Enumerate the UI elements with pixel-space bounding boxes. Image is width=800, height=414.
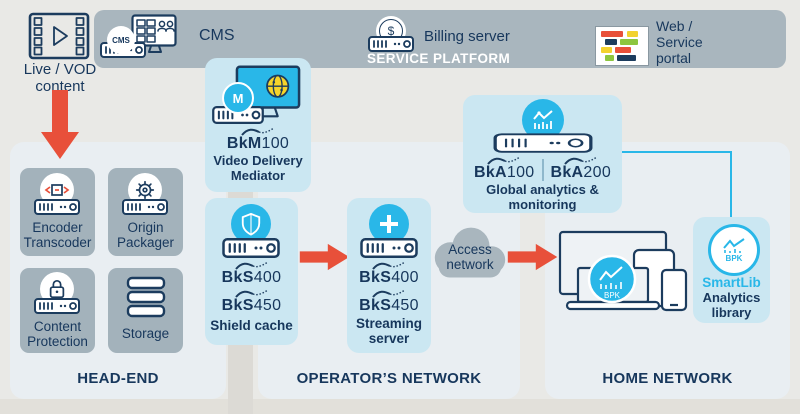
server-icon <box>360 238 418 258</box>
smartlib-name: SmartLib <box>702 275 761 290</box>
cms-badge-text: CMS <box>112 35 130 45</box>
live-vod-label: Live / VOD content <box>23 61 97 95</box>
encoder-transcoder-label: Encoder Transcoder <box>23 220 92 251</box>
plus-icon <box>369 204 409 244</box>
bka-analytics-box: BkA100 BkA200 Global analytics & monitor… <box>463 95 622 213</box>
storage-stack-icon <box>126 276 166 318</box>
bka200-logo: BkA200 <box>551 155 612 181</box>
storage-box: Storage <box>108 268 183 353</box>
bks-model: 400 <box>253 269 282 286</box>
service-platform-bar: CMS CMS $ Billing server SERVICE PLATFOR… <box>94 10 786 68</box>
analytics-connector-line <box>730 151 732 217</box>
origin-packager-label: Origin Packager <box>116 220 175 251</box>
streaming-server-label: Streaming server <box>355 316 423 347</box>
content-protection-box: Content Protection <box>20 268 95 353</box>
bks450-logo: BkS450 <box>205 288 298 314</box>
multi-device-icon: BPK <box>558 230 688 312</box>
home-network-title: HOME NETWORK <box>602 370 733 387</box>
storage-label: Storage <box>121 326 170 341</box>
bks450-logo: BkS450 <box>347 288 431 314</box>
red-right-arrow-icon <box>507 243 558 271</box>
content-protection-label: Content Protection <box>27 319 88 350</box>
service-platform-title: SERVICE PLATFORM <box>367 51 511 66</box>
bka-model: 100 <box>506 164 535 181</box>
bks-brand: BkS <box>359 269 392 286</box>
bka100-logo: BkA100 <box>474 155 535 181</box>
bks-brand: BkS <box>221 269 254 286</box>
cms-monitor-icon <box>131 14 177 53</box>
origin-packager-box: Origin Packager <box>108 168 183 256</box>
server-icon <box>34 298 80 314</box>
shield-icon <box>231 204 271 244</box>
bks-brand: BkS <box>359 297 392 314</box>
access-network-label: Access network <box>446 242 494 273</box>
bkm-model: 100 <box>261 135 290 152</box>
smartlib-label: Analytics library <box>702 290 761 320</box>
analytics-connector-line <box>620 151 732 153</box>
smartlib-box: BPK SmartLib Analytics library <box>693 217 770 323</box>
smartlib-bpk-badge: BPK <box>725 253 743 263</box>
bka-logo-row: BkA100 BkA200 <box>463 155 622 181</box>
bks-streaming-server-box: BkS400 BkS450 Streaming server <box>347 198 431 353</box>
bks-shield-cache-box: BkS400 BkS450 Shield cache <box>205 198 298 345</box>
bks-model: 450 <box>253 297 282 314</box>
bka-brand: BkA <box>550 164 584 181</box>
bks-model: 450 <box>391 297 419 314</box>
swoosh-icon <box>241 127 275 136</box>
headend-title: HEAD-END <box>77 370 159 387</box>
logo-divider <box>541 159 544 181</box>
bka-model: 200 <box>583 164 612 181</box>
encoder-transcoder-box: Encoder Transcoder <box>20 168 95 256</box>
mediator-label: Video Delivery Mediator <box>213 153 303 183</box>
billing-server-label: Billing server <box>424 28 510 45</box>
server-icon <box>222 238 280 258</box>
red-right-arrow-icon <box>299 243 350 271</box>
mediator-badge-letter: M <box>232 90 244 106</box>
devices-bpk-badge: BPK <box>604 291 621 300</box>
bks400-logo: BkS400 <box>205 260 298 286</box>
bka-brand: BkA <box>473 164 507 181</box>
bks-brand: BkS <box>221 297 254 314</box>
bkm-brand: BkM <box>226 135 262 152</box>
bottom-strip <box>0 399 800 414</box>
cms-badge-icon: CMS <box>107 26 135 54</box>
mediator-m-badge: M <box>222 82 254 114</box>
operator-network-title: OPERATOR’S NETWORK <box>296 370 482 387</box>
bks400-logo: BkS400 <box>347 260 431 286</box>
chart-circle-icon: BPK <box>708 224 760 276</box>
film-icon <box>28 12 90 60</box>
bkm100-mediator-box: M BkM100 Video Delivery Mediator <box>205 58 311 192</box>
server-icon <box>493 133 593 153</box>
red-down-arrow-icon <box>41 90 79 159</box>
web-service-portal-label: Web / Service portal <box>656 18 703 67</box>
server-icon <box>34 199 80 215</box>
shield-cache-label: Shield cache <box>210 318 293 333</box>
server-icon <box>368 36 414 52</box>
bkm100-logo: BkM100 <box>205 126 311 152</box>
server-icon <box>122 199 168 215</box>
analytics-label: Global analytics & monitoring <box>486 182 599 212</box>
bks-model: 400 <box>391 269 419 286</box>
cms-label: CMS <box>199 27 235 44</box>
mosaic-portal-icon <box>595 26 649 66</box>
cloud-icon <box>434 227 506 278</box>
